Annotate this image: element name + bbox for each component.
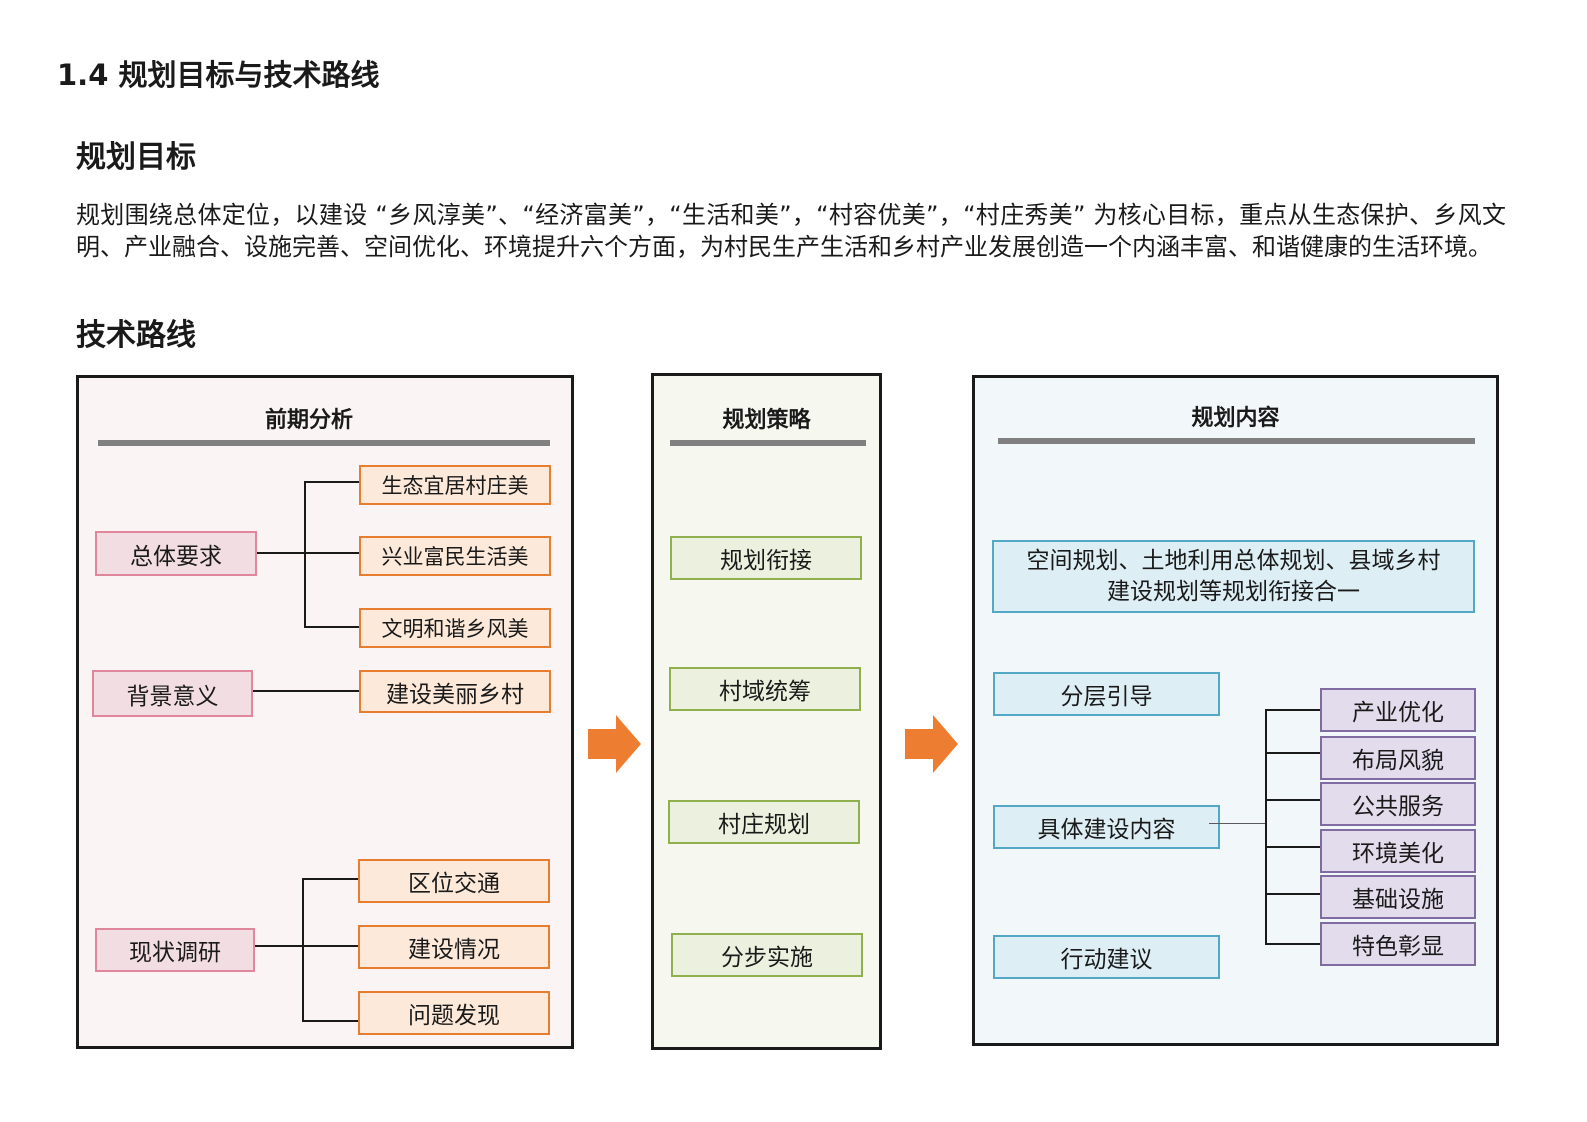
content-item: 基础设施: [1320, 875, 1476, 919]
connector: [1265, 709, 1267, 945]
strategy-item: 村庄规划: [668, 800, 860, 844]
connector: [302, 878, 304, 1022]
strategy-title-bar: [670, 440, 866, 446]
flow-arrow-icon: [588, 715, 641, 773]
content-title-bar: [998, 438, 1475, 444]
connector: [1265, 893, 1321, 895]
connector: [1265, 799, 1321, 801]
connector: [304, 552, 360, 554]
action-suggestions-box: 行动建议: [993, 935, 1220, 979]
strategy-item: 分步实施: [671, 933, 863, 977]
current-survey-box: 现状调研: [95, 928, 255, 972]
connector: [254, 945, 304, 947]
connector: [304, 481, 360, 483]
connector: [256, 552, 305, 554]
background-significance-box: 背景意义: [92, 670, 253, 717]
content-item: 环境美化: [1320, 829, 1476, 873]
content-item: 产业优化: [1320, 688, 1476, 732]
plan-integration-box: 空间规划、土地利用总体规划、县域乡村 建设规划等规划衔接合一: [992, 540, 1475, 613]
requirement-item: 生态宜居村庄美: [359, 465, 551, 505]
survey-item: 区位交通: [358, 859, 550, 903]
general-requirements-box: 总体要求: [95, 531, 257, 576]
content-item: 布局风貌: [1320, 736, 1476, 780]
connector: [1265, 752, 1321, 754]
section-heading: 1.4 规划目标与技术路线: [57, 58, 380, 92]
connector: [304, 626, 360, 628]
route-heading: 技术路线: [76, 318, 196, 353]
connector: [302, 1020, 359, 1022]
connector: [302, 878, 359, 880]
connector: [304, 481, 306, 628]
plan-integration-line: 空间规划、土地利用总体规划、县域乡村: [1026, 547, 1441, 574]
analysis-title-bar: [98, 440, 550, 446]
goal-paragraph: 规划围绕总体定位，以建设 “乡风淳美”、“经济富美”，“生活和美”，“村容优美”…: [76, 201, 1506, 261]
connector: [1265, 709, 1321, 711]
strategy-item: 规划衔接: [670, 536, 862, 580]
survey-item: 问题发现: [358, 991, 550, 1035]
content-item: 公共服务: [1320, 782, 1476, 826]
analysis-title: 前期分析: [264, 408, 353, 433]
connector: [1265, 846, 1321, 848]
goal-heading: 规划目标: [76, 140, 196, 175]
requirement-item: 兴业富民生活美: [359, 536, 551, 576]
connector: [252, 690, 360, 692]
layered-guidance-box: 分层引导: [993, 672, 1220, 716]
strategy-item: 村域统筹: [669, 667, 861, 711]
flow-arrow-icon: [905, 715, 958, 773]
connector: [1209, 823, 1266, 824]
content-item: 特色彰显: [1320, 922, 1476, 966]
connector: [302, 945, 359, 947]
plan-integration-line: 建设规划等规划衔接合一: [1107, 578, 1360, 605]
content-title: 规划内容: [1191, 406, 1280, 431]
survey-item: 建设情况: [358, 925, 550, 969]
connector: [1265, 943, 1321, 945]
requirement-item: 文明和谐乡风美: [359, 608, 551, 648]
background-item: 建设美丽乡村: [359, 670, 551, 713]
specific-construction-box: 具体建设内容: [993, 805, 1220, 849]
strategy-title: 规划策略: [722, 408, 811, 433]
